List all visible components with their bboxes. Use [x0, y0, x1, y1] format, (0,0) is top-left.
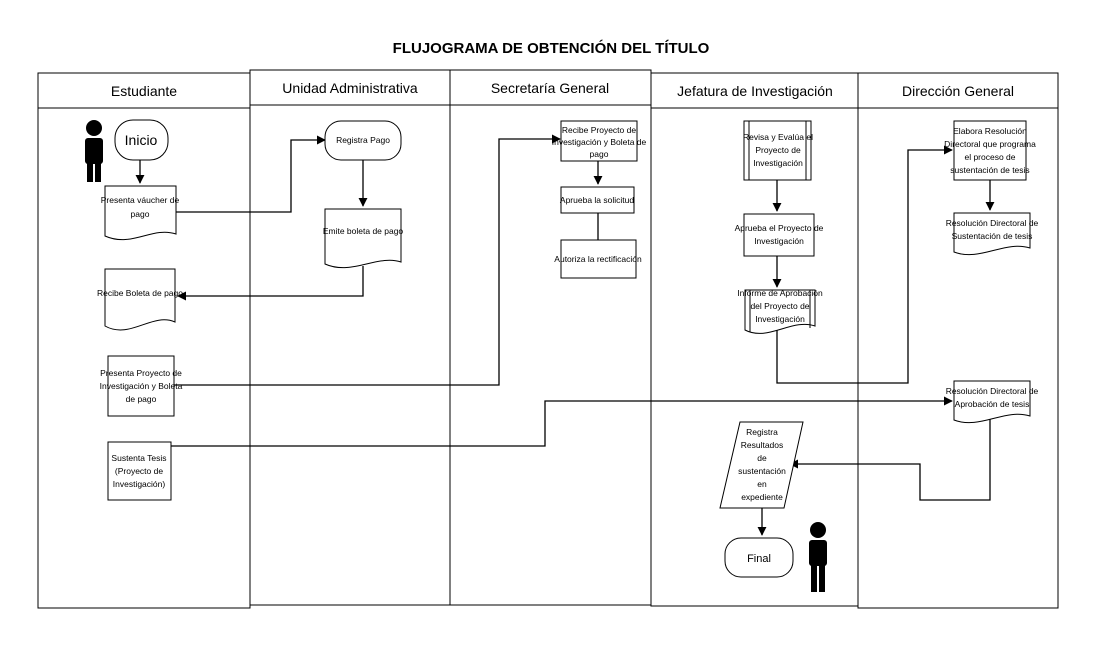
svg-text:el proceso de: el proceso de — [964, 152, 1015, 162]
document-recibe-boleta: Recibe Boleta de pago — [97, 268, 183, 331]
document-informe-aprobacion: Informe de Aprobación del Proyecto de In… — [737, 288, 823, 334]
process-elabora-resolucion: Elabora Resolución Directoral que progra… — [944, 120, 1036, 181]
person-icon — [809, 522, 827, 592]
svg-text:pago: pago — [131, 209, 150, 219]
page-title: FLUJOGRAMA DE OBTENCIÓN DEL TÍTULO — [393, 39, 710, 57]
svg-text:Autoriza la rectificación: Autoriza la rectificación — [554, 254, 642, 264]
lane-header-unidad-administrativa: Unidad Administrativa — [282, 80, 418, 96]
svg-text:Aprueba la solicitud: Aprueba la solicitud — [560, 195, 634, 205]
svg-text:de pago: de pago — [126, 394, 157, 404]
svg-text:(Proyecto de: (Proyecto de — [115, 466, 163, 476]
svg-text:Investigación: Investigación — [754, 236, 804, 246]
start-label: Inicio — [125, 132, 158, 148]
svg-text:Resolución Directoral de: Resolución Directoral de — [946, 386, 1039, 396]
svg-text:expediente: expediente — [741, 492, 783, 502]
start-terminator: Inicio — [114, 119, 169, 161]
svg-text:Recibe Proyecto de: Recibe Proyecto de — [562, 125, 636, 135]
lane-header-direccion-general: Dirección General — [902, 83, 1014, 99]
lane-header-jefatura-investigacion: Jefatura de Investigación — [677, 83, 833, 99]
svg-text:Investigación: Investigación — [753, 158, 803, 168]
svg-text:Investigación y Boleta de: Investigación y Boleta de — [552, 137, 647, 147]
document-emite-boleta: Emite boleta de pago — [323, 208, 404, 269]
svg-text:Presenta Proyecto de: Presenta Proyecto de — [100, 368, 182, 378]
lane-bodies — [37, 104, 1059, 609]
lane-header-secretaria-general: Secretaría General — [491, 80, 609, 96]
process-aprueba-proyecto: Aprueba el Proyecto de Investigación — [735, 213, 824, 257]
svg-text:Investigación y Boleta: Investigación y Boleta — [100, 381, 183, 391]
terminator-registra-pago: Registra Pago — [324, 120, 402, 161]
svg-text:Aprueba el Proyecto de: Aprueba el Proyecto de — [735, 223, 824, 233]
svg-text:pago: pago — [590, 149, 609, 159]
lane-headers: Estudiante Unidad Administrativa Secreta… — [37, 69, 1059, 109]
svg-text:Aprobación de tesis: Aprobación de tesis — [955, 399, 1030, 409]
svg-text:sustentación: sustentación — [738, 466, 786, 476]
svg-text:del Proyecto de: del Proyecto de — [750, 301, 809, 311]
svg-text:en: en — [757, 479, 767, 489]
svg-text:Investigación): Investigación) — [113, 479, 166, 489]
subprocess-revisa-evalua: Revisa y Evalúa el Proyecto de Investiga… — [743, 120, 813, 181]
process-sustenta-tesis: Sustenta Tesis (Proyecto de Investigació… — [107, 441, 172, 501]
io-registra-resultados: Registra Resultados de sustentación en e… — [719, 421, 804, 509]
svg-text:Recibe Boleta de pago: Recibe Boleta de pago — [97, 288, 183, 298]
document-resolucion-sustentacion: Resolución Directoral de Sustentación de… — [946, 212, 1039, 256]
flow-connectors — [135, 134, 995, 536]
svg-text:Sustentación de tesis: Sustentación de tesis — [952, 231, 1033, 241]
svg-text:Informe de Aprobación: Informe de Aprobación — [737, 288, 823, 298]
process-presenta-proyecto: Presenta Proyecto de Investigación y Bol… — [100, 355, 183, 417]
svg-text:de: de — [757, 453, 767, 463]
svg-text:Investigación: Investigación — [755, 314, 805, 324]
svg-text:Sustenta Tesis: Sustenta Tesis — [111, 453, 166, 463]
svg-text:Revisa y Evalúa el: Revisa y Evalúa el — [743, 132, 813, 142]
process-recibe-proyecto: Recibe Proyecto de Investigación y Bolet… — [552, 120, 647, 162]
svg-text:Presenta váucher de: Presenta váucher de — [101, 195, 180, 205]
process-autoriza-rectificacion: Autoriza la rectificación — [554, 239, 642, 279]
end-label: Final — [747, 553, 771, 565]
svg-text:Resolución Directoral de: Resolución Directoral de — [946, 218, 1039, 228]
lane-header-estudiante: Estudiante — [111, 83, 177, 99]
end-terminator: Final — [724, 537, 794, 578]
svg-text:Registra: Registra — [746, 427, 778, 437]
document-presenta-vaucher: Presenta váucher de pago — [101, 185, 180, 241]
svg-text:Directoral que programa: Directoral que programa — [944, 139, 1036, 149]
svg-text:Elabora Resolución: Elabora Resolución — [953, 126, 1027, 136]
person-icon — [85, 120, 103, 182]
svg-text:Registra Pago: Registra Pago — [336, 135, 390, 145]
process-aprueba-solicitud: Aprueba la solicitud — [560, 186, 635, 214]
svg-text:sustentación de tesis: sustentación de tesis — [950, 165, 1029, 175]
svg-text:Emite boleta de pago: Emite boleta de pago — [323, 226, 404, 236]
document-resolucion-aprobacion: Resolución Directoral de Aprobación de t… — [946, 380, 1039, 424]
svg-text:Proyecto de: Proyecto de — [755, 145, 801, 155]
svg-text:Resultados: Resultados — [741, 440, 784, 450]
